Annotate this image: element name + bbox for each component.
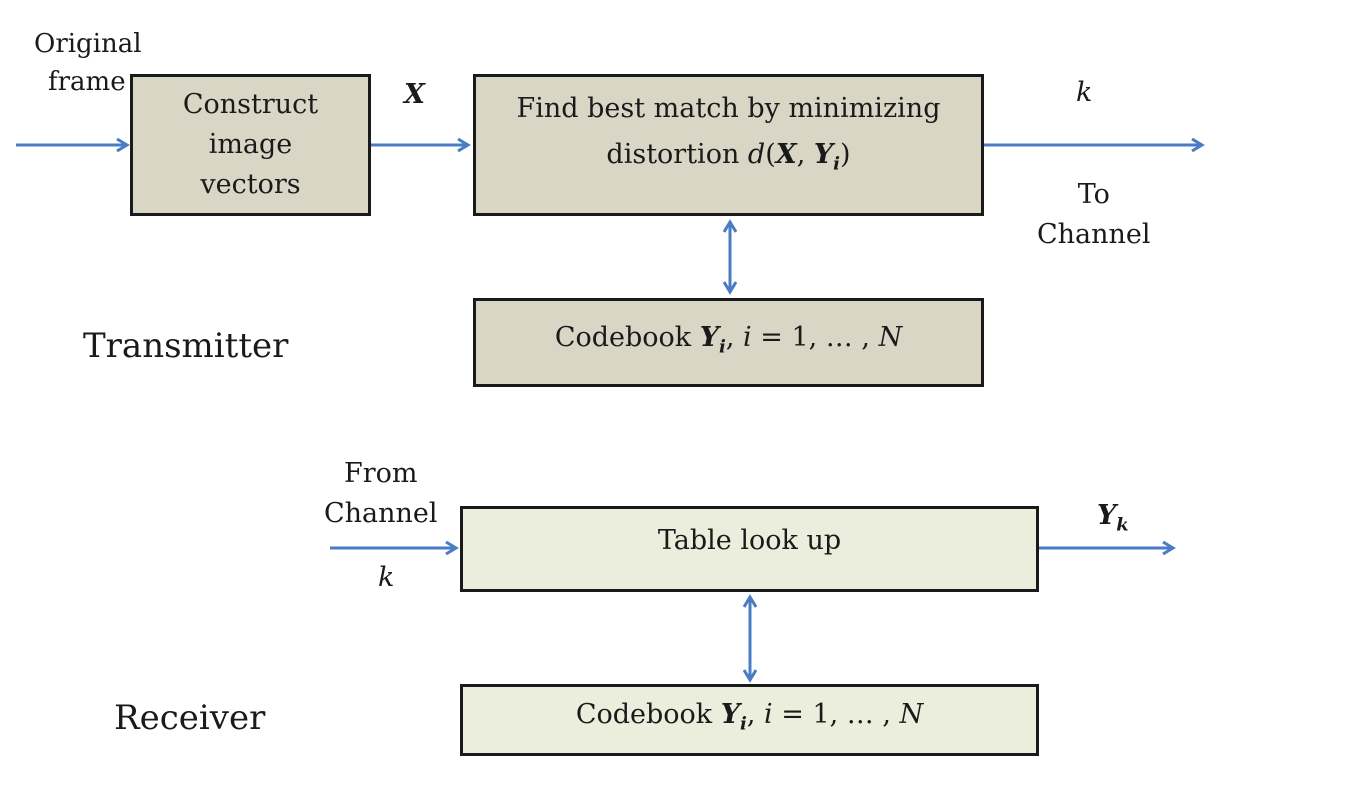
tx-codebook-i: i [743, 321, 752, 353]
distortion-x: X [775, 139, 797, 170]
construct-line3: vectors [200, 169, 301, 200]
construct-line2: image [208, 129, 293, 160]
distortion-comma: , [796, 139, 814, 170]
x-vector-label: X [404, 79, 425, 110]
distortion-word: distortion [606, 139, 748, 170]
original-frame-line1: Original [34, 29, 142, 59]
from-channel-line2: Channel [324, 498, 438, 529]
tx-codebook-box: Codebook Yi, i = 1, … , N [473, 298, 984, 387]
best-match-box: Find best match by minimizing distortion… [473, 74, 984, 216]
rx-codebook-i: i [764, 699, 773, 731]
rx-output-label: Yk [1097, 496, 1129, 545]
close-paren: ) [840, 139, 851, 170]
rx-index-label: k [378, 562, 395, 593]
rx-codebook-word: Codebook [575, 699, 721, 731]
rx-codebook-y-sub: i [740, 713, 747, 735]
to-channel-line2: Channel [1037, 219, 1151, 250]
open-paren: ( [765, 139, 776, 170]
receiver-section-label: Receiver [114, 698, 266, 738]
rx-codebook-box: Codebook Yi, i = 1, … , N [460, 684, 1039, 756]
original-frame-label: Original frame [34, 25, 142, 101]
to-channel-label: To Channel [1037, 175, 1151, 255]
rx-codebook-n: N [899, 699, 924, 731]
tx-codebook-n: N [878, 321, 903, 353]
original-frame-line2: frame [48, 67, 126, 97]
best-match-line1: Find best match by minimizing [516, 93, 941, 124]
construct-vectors-box: Construct image vectors [130, 74, 371, 216]
from-channel-label: From Channel [324, 454, 438, 534]
tx-index-label: k [1076, 77, 1093, 108]
to-channel-line1: To [1077, 179, 1110, 210]
tx-codebook-y-sub: i [719, 336, 726, 358]
rx-codebook-range: = 1, … , [772, 699, 900, 731]
distortion-func: d [747, 139, 766, 170]
transmitter-section-label: Transmitter [83, 326, 289, 366]
tx-codebook-range: = 1, … , [751, 321, 879, 353]
tx-codebook-comma: , [725, 321, 744, 353]
rx-codebook-comma: , [746, 699, 765, 731]
construct-line1: Construct [182, 89, 319, 120]
table-lookup-box: Table look up [460, 506, 1039, 592]
rx-output-y-sub: k [1116, 514, 1129, 536]
table-lookup-label: Table look up [657, 525, 842, 556]
tx-codebook-y: Y [699, 321, 720, 353]
distortion-y-sub: i [833, 153, 841, 175]
tx-codebook-word: Codebook [554, 321, 700, 353]
distortion-y: Y [813, 139, 834, 170]
best-match-line2: distortion d(X, Yi) [517, 135, 941, 184]
rx-output-y: Y [1097, 500, 1117, 531]
from-channel-line1: From [344, 458, 418, 489]
rx-codebook-y: Y [720, 699, 741, 731]
